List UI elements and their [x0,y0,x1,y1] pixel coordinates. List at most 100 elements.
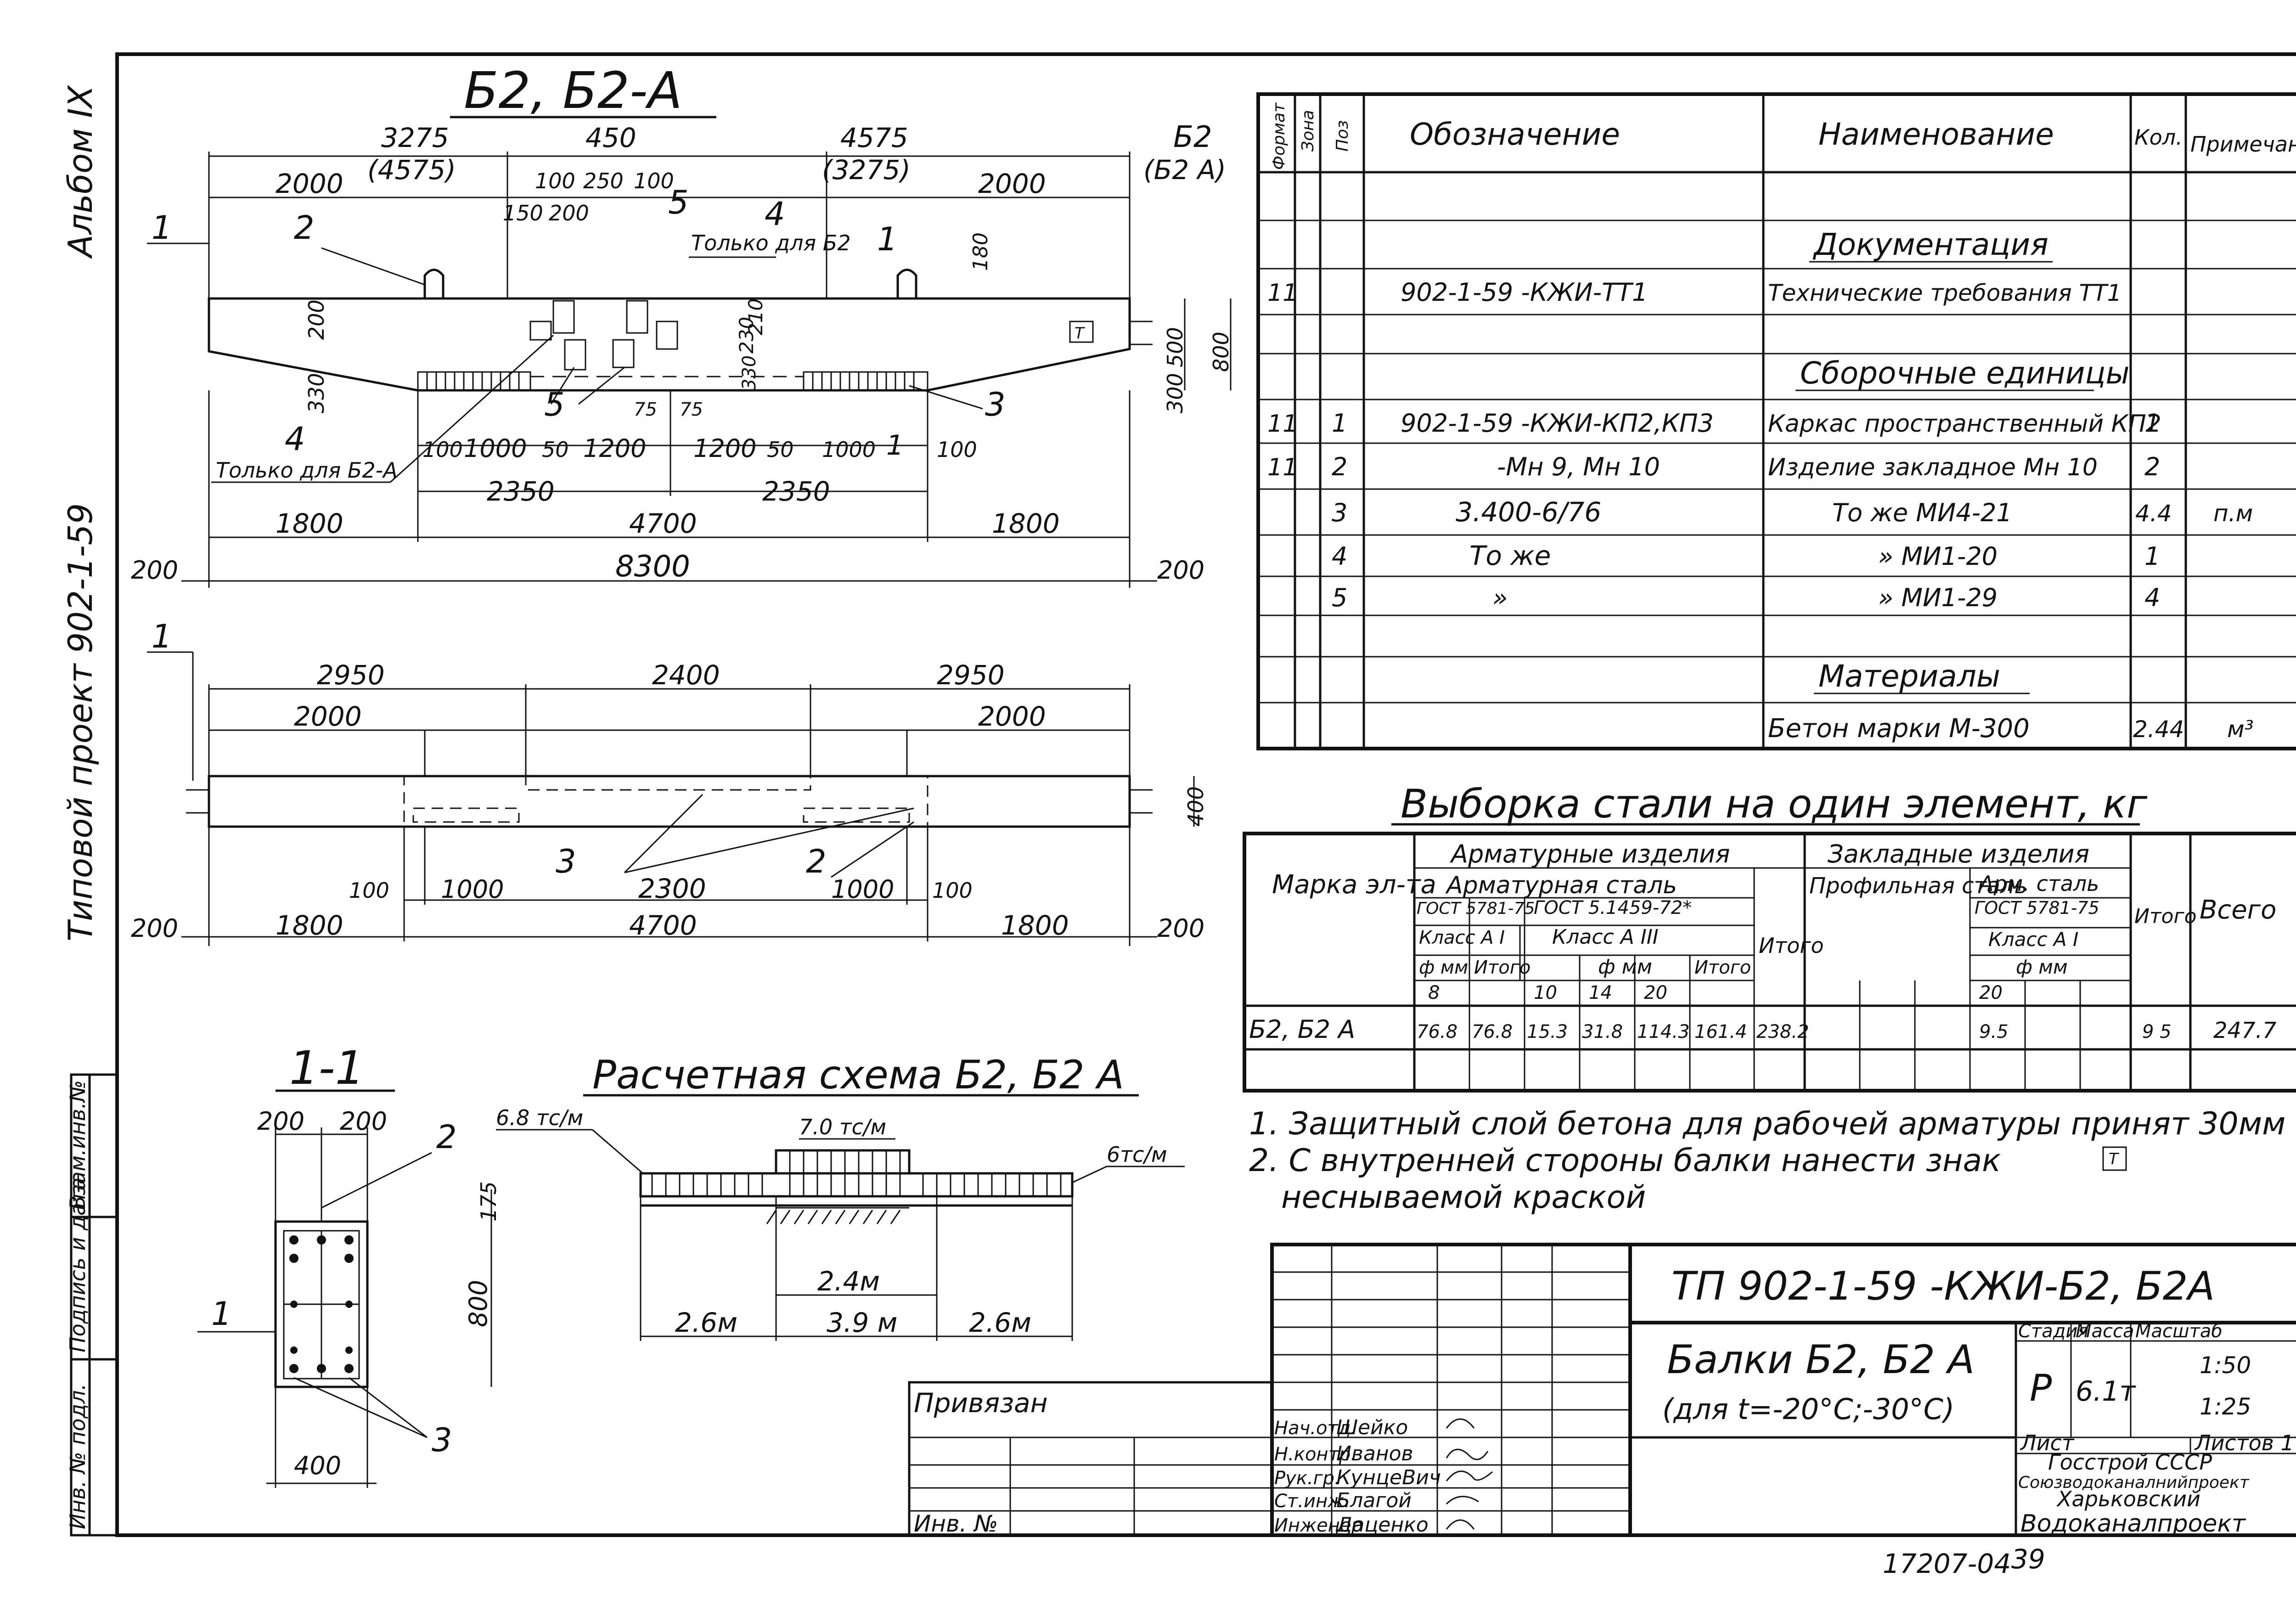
svg-text:4: 4 [2144,583,2160,612]
svg-text:11: 11 [1267,454,1298,481]
drawing-sub: (для t=-20°С;-30°С) [1662,1392,1954,1426]
dim-200: 200 [549,201,589,225]
svg-text:То же: То же [1469,540,1551,571]
svg-text:Всего: Всего [2200,895,2276,925]
svg-text:1: 1 [877,220,898,258]
beam-title: Б2, Б2-А [464,61,682,120]
svg-text:200: 200 [340,1107,387,1136]
album-label: Альбом IX [61,84,100,259]
dim-100b: 100 [634,169,674,193]
svg-text:5: 5 [1332,583,1347,612]
svg-text:ГОСТ 5.1459-72*: ГОСТ 5.1459-72* [1534,897,1692,918]
svg-text:400: 400 [1183,786,1208,827]
svg-text:2: 2 [436,1118,457,1156]
svg-text:Масштаб: Масштаб [2135,1321,2223,1342]
hdr-mark: Марка эл-та [1272,870,1436,900]
svg-text:5: 5 [668,184,689,221]
svg-text:1200: 1200 [583,434,646,463]
spec-row: Документация [1812,227,2048,262]
mark-b2: Б2 [1173,120,1212,154]
svg-text:Бетон марки М-300: Бетон марки М-300 [1768,714,2030,744]
svg-text:2: 2 [1332,452,1347,481]
svg-text:4700: 4700 [629,508,697,539]
svg-text:6.8 тс/м: 6.8 тс/м [496,1105,583,1130]
svg-text:Итого: Итого [1474,957,1531,978]
stamp-inv: Инв. № подл. [65,1384,90,1529]
dim-3275b: (3275) [822,154,911,186]
svg-text:1000: 1000 [464,434,527,463]
svg-text:Арматурная сталь: Арматурная сталь [1445,872,1677,899]
svg-text:То же МИ4-21: То же МИ4-21 [1832,498,2012,527]
svg-text:Водоканалпроект: Водоканалпроект [2020,1510,2246,1538]
svg-text:100: 100 [932,878,973,903]
svg-text:1: 1 [886,429,904,462]
svg-text:75: 75 [680,399,703,420]
spec-row: 11 [1267,279,1298,307]
svg-text:Н.контр.: Н.контр. [1274,1444,1356,1465]
svg-text:161.4: 161.4 [1694,1021,1747,1042]
dim-150: 150 [503,201,543,225]
svg-text:7.0 тс/м: 7.0 тс/м [799,1115,886,1139]
svg-text:902-1-59 -КЖИ-КП2,КП3: 902-1-59 -КЖИ-КП2,КП3 [1401,409,1714,438]
svg-text:-Мн 9, Мн 10: -Мн 9, Мн 10 [1497,452,1660,481]
svg-text:» МИ1-20: » МИ1-20 [1878,542,1998,571]
svg-text:КунцеВич: КунцеВич [1336,1466,1441,1489]
svg-text:Даценко: Даценко [1335,1513,1429,1537]
svg-text:1000: 1000 [831,875,894,904]
beam-elevation: Б2, Б2-А T 3275 (4575) 450 4575 (327 [131,61,1233,588]
svg-text:Расчетная схема Б2, Б2 А: Расчетная схема Б2, Б2 А [592,1052,1124,1098]
drawing-code: ТП 902-1-59 -КЖИ-Б2, Б2А [1671,1263,2215,1309]
svg-text:1800: 1800 [276,910,343,941]
svg-text:Сборочные единицы: Сборочные единицы [1800,355,2130,391]
svg-text:Харьковский: Харьковский [2056,1487,2200,1511]
svg-text:800: 800 [1209,332,1233,372]
inv-label: Инв. № [914,1510,998,1537]
svg-text:180: 180 [969,232,992,271]
svg-text:м³: м³ [2227,716,2254,743]
svg-text:50: 50 [542,437,569,462]
svg-text:»: » [1492,583,1508,612]
svg-text:2950: 2950 [317,659,385,691]
svg-text:1800: 1800 [992,508,1060,539]
hdr-name: Наименование [1818,117,2054,152]
svg-text:2.6м: 2.6м [969,1307,1031,1338]
steel-row: Б2, Б2 А 76.8 76.8 15.3 31.8 114.3 161.4… [1249,1015,2277,1044]
svg-text:2300: 2300 [638,873,706,904]
svg-text:Итого: Итого [1759,933,1824,958]
svg-text:Итого: Итого [2134,905,2197,928]
left-stamp: Инв. № подл. Подпись и дата Взам.инв.№ [65,1073,118,1537]
svg-text:200: 200 [131,556,178,585]
svg-text:Стадия: Стадия [2018,1321,2088,1342]
svg-text:Шейко: Шейко [1336,1416,1408,1439]
svg-text:100: 100 [937,437,977,462]
svg-text:1:25: 1:25 [2200,1393,2251,1420]
dim-2000-left: 2000 [276,168,343,199]
svg-text:2000: 2000 [978,701,1046,732]
svg-text:76.8: 76.8 [1417,1021,1458,1042]
svg-text:114.3: 114.3 [1637,1021,1690,1042]
svg-text:200: 200 [1157,556,1204,585]
svg-text:3.400-6/76: 3.400-6/76 [1456,496,1601,528]
dim-3275: 3275 [381,122,449,153]
svg-text:Б2, Б2 А: Б2, Б2 А [1249,1015,1355,1044]
dim-450: 450 [585,122,636,153]
svg-text:Только для Б2-А: Только для Б2-А [216,458,398,483]
hdr-designation: Обозначение [1410,117,1620,152]
svg-text:2.44: 2.44 [2133,716,2184,743]
svg-text:Госстрой СССР: Госстрой СССР [2048,1450,2212,1475]
svg-text:2.6м: 2.6м [675,1307,737,1338]
svg-text:2400: 2400 [652,659,720,691]
hdr-format: Формат [1270,102,1289,170]
svg-text:4: 4 [285,420,305,458]
note-1: 1. Защитный слой бетона для рабочей арма… [1249,1106,2285,1142]
svg-text:Только для Б2: Только для Б2 [691,231,851,255]
drawing-name: Балки Б2, Б2 А [1667,1337,1975,1383]
svg-text:31.8: 31.8 [1582,1021,1623,1042]
svg-text:Благой: Благой [1336,1489,1412,1512]
svg-text:1: 1 [2144,409,2160,438]
svg-text:200: 200 [1157,914,1204,943]
svg-text:200: 200 [131,914,178,943]
svg-text:Лист: Лист [2020,1431,2075,1455]
svg-text:800: 800 [464,1280,493,1327]
